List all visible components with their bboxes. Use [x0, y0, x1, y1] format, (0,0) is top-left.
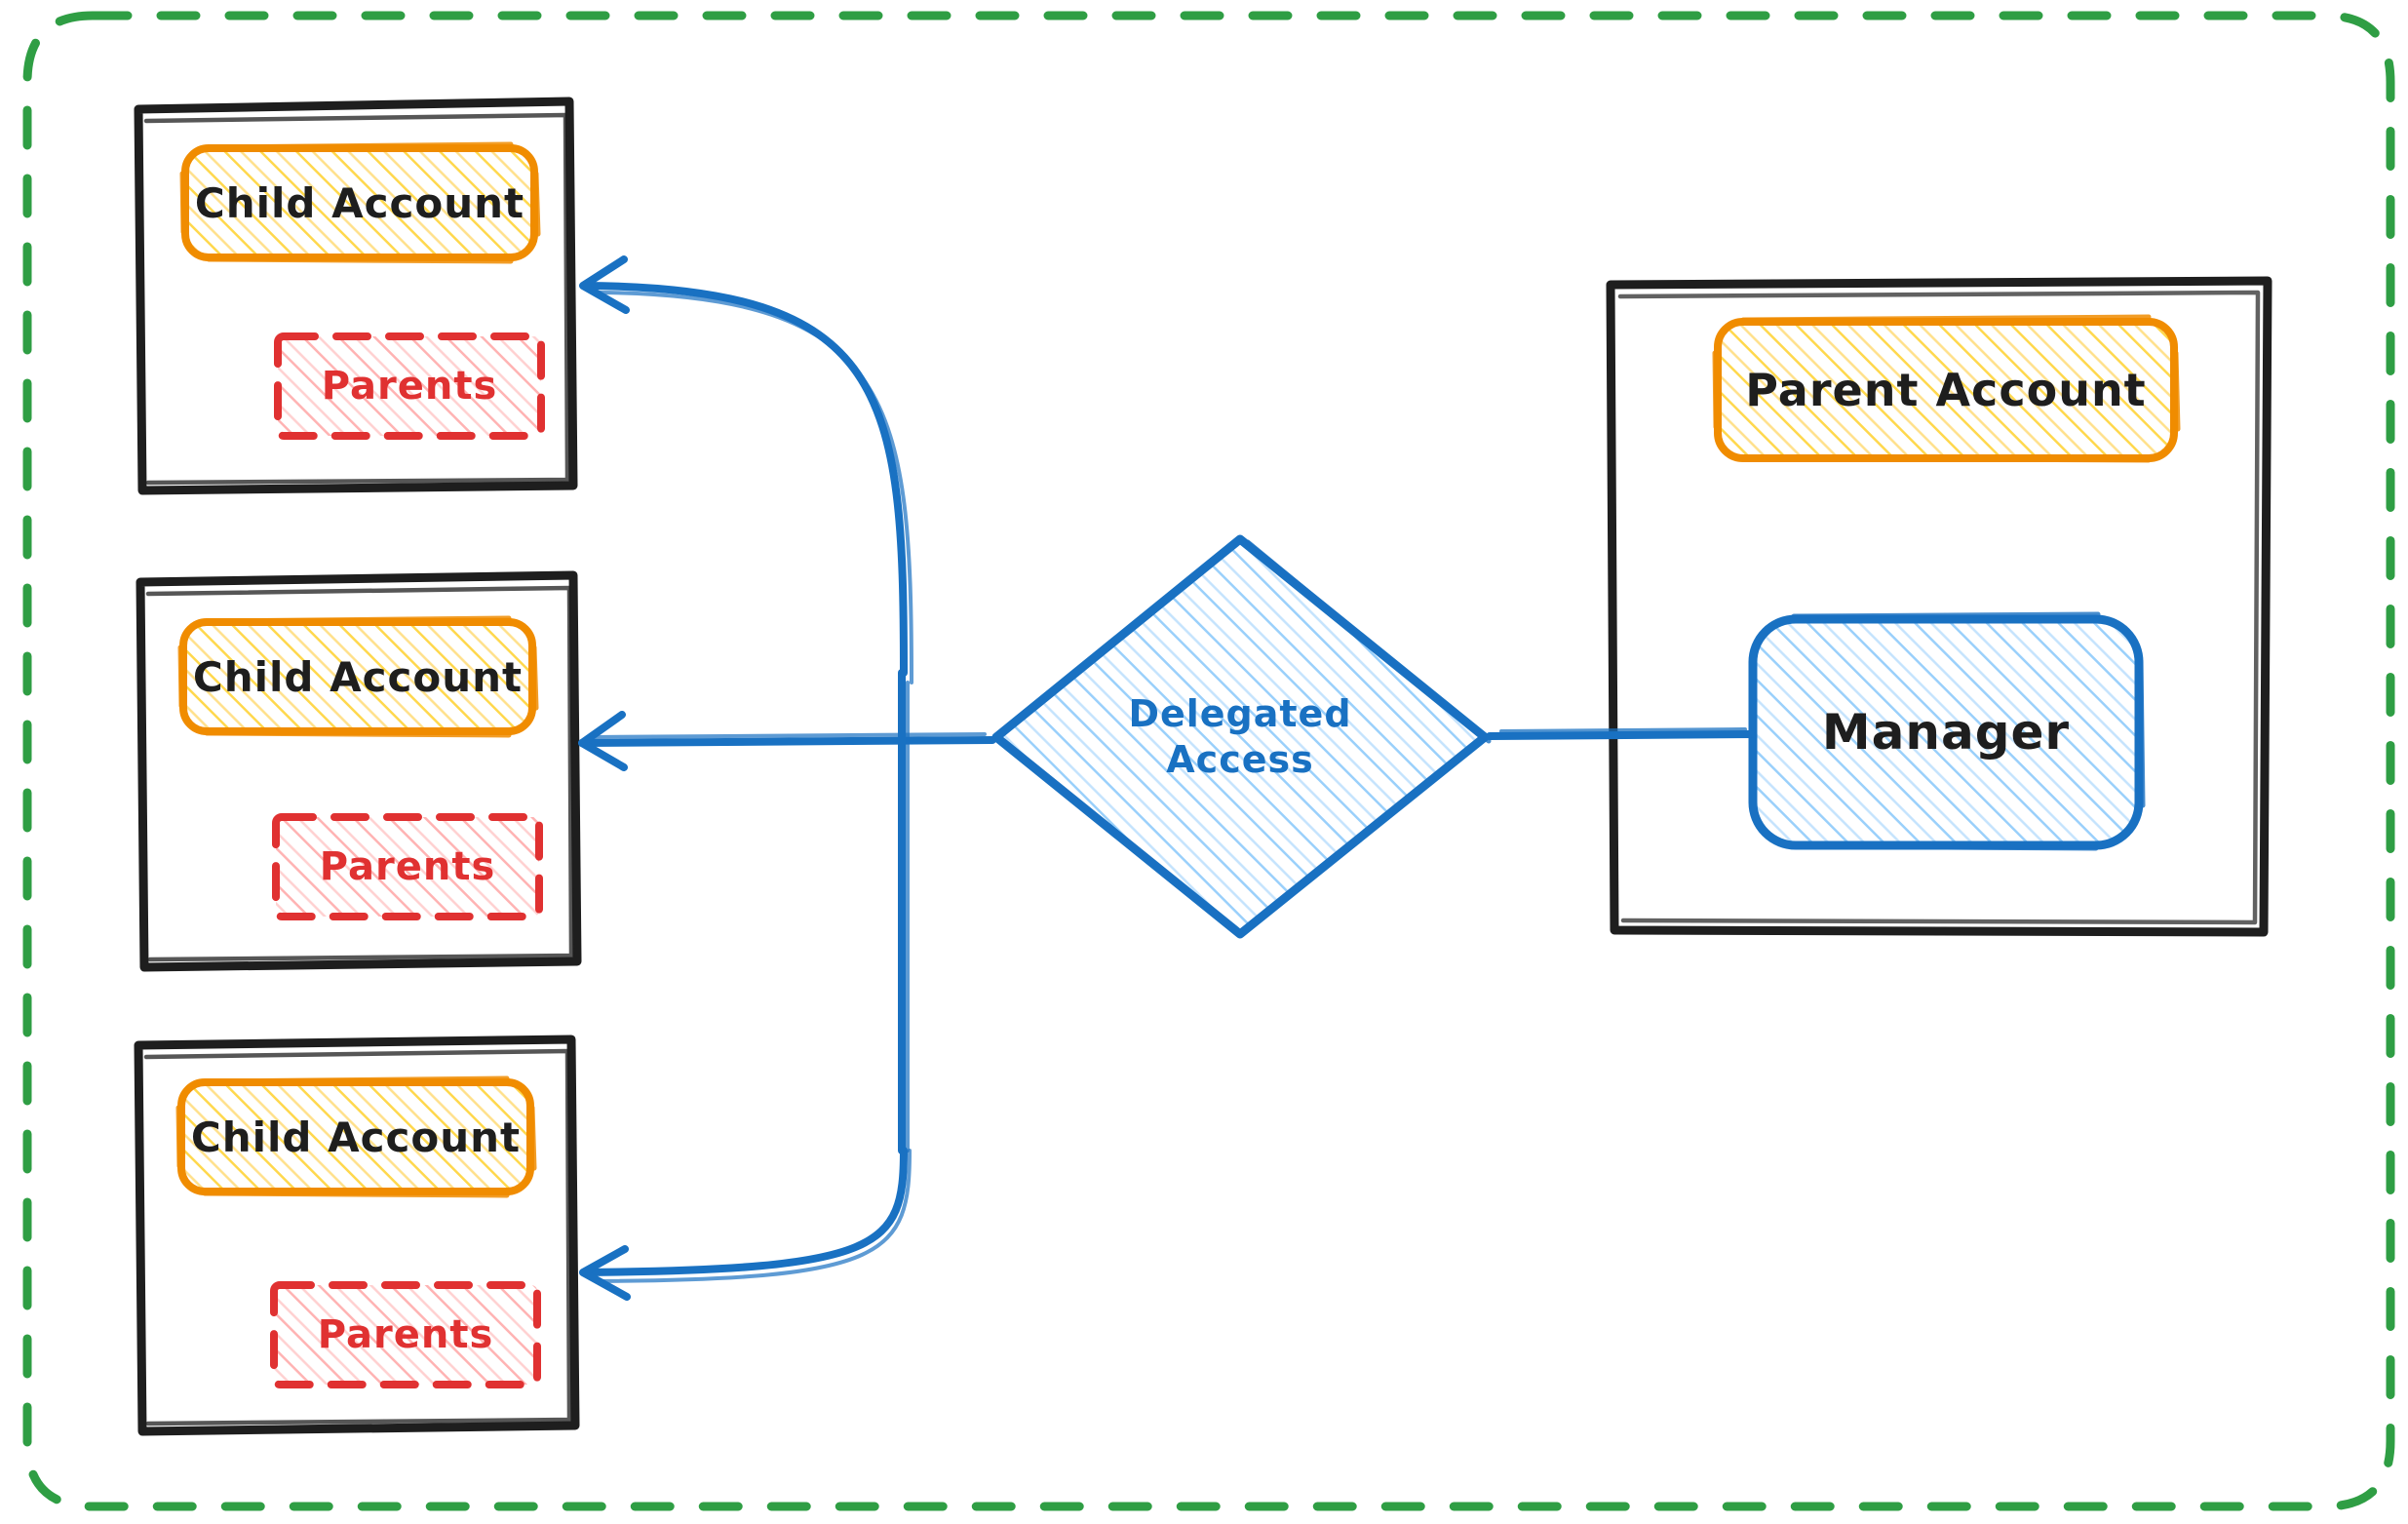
- parents-box-3: [270, 1281, 541, 1388]
- connector-manager-to-delegated-access: [1486, 727, 1755, 740]
- connector-delegated-access-to-child-2: [578, 711, 996, 771]
- child-account-box-2: [177, 615, 539, 738]
- parents-box-1: [274, 332, 545, 440]
- parents-box-2: [272, 813, 543, 920]
- child-account-box-1: [179, 141, 541, 264]
- child-account-box-3: [175, 1075, 537, 1198]
- manager-box: [1748, 611, 2146, 851]
- parent-account-box: [1712, 314, 2181, 463]
- connector-trunk: [898, 669, 910, 1154]
- connector-delegated-access-to-child-3: [579, 1147, 912, 1301]
- organization-boundary: [22, 11, 2395, 1511]
- connector-delegated-access-to-child-1: [579, 255, 913, 684]
- delegated-access-diamond: [991, 534, 1492, 939]
